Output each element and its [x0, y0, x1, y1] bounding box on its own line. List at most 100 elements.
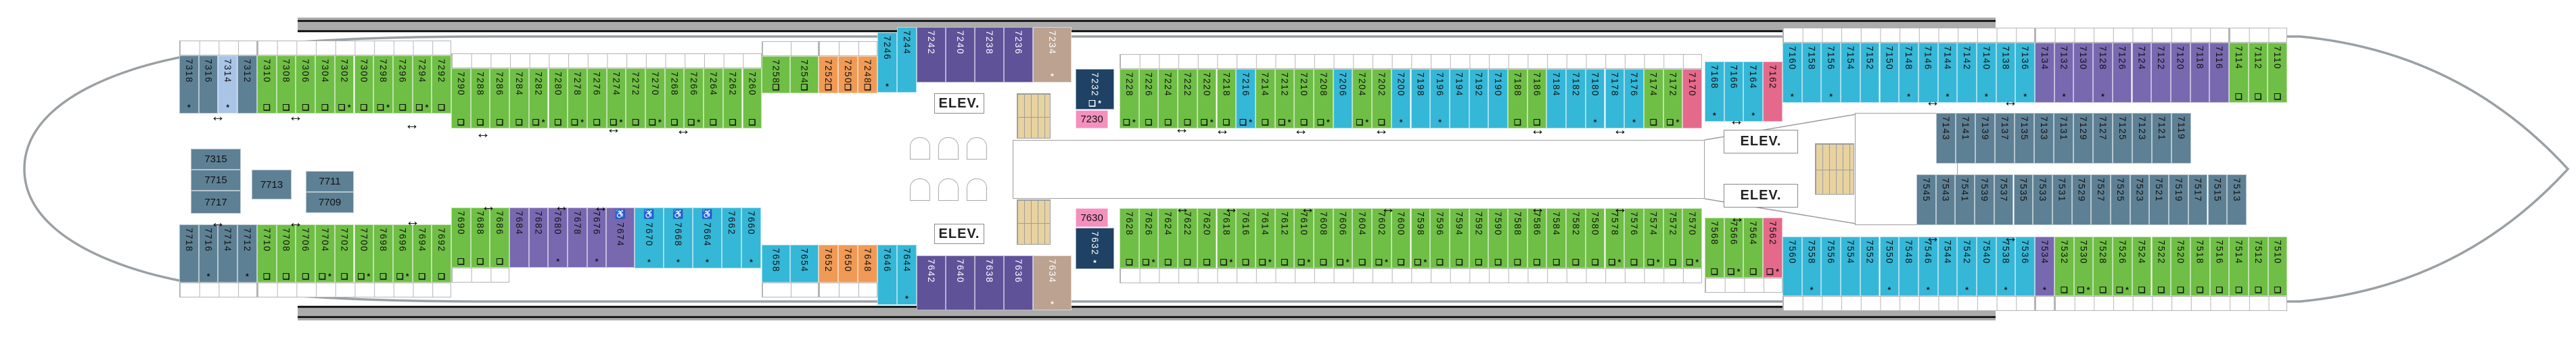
cabin-7698[interactable]: 7698❑ [373, 224, 393, 283]
cabin-7174[interactable]: 7174❑ [1643, 69, 1663, 128]
cabin-7204[interactable]: 7204❑ * [1352, 69, 1373, 128]
cabin-7198[interactable]: 7198 [1410, 69, 1431, 128]
cabin-7608[interactable]: 7608❑ [1314, 208, 1333, 268]
cabin-7228[interactable]: 7228❑ * [1120, 69, 1139, 128]
cabin-7658[interactable]: 7658 [762, 245, 790, 283]
cabin-7268[interactable]: 7268❑ [664, 68, 685, 128]
cabin-7622[interactable]: 7622❑ [1178, 208, 1197, 268]
cabin-7548[interactable]: 7548 [1899, 237, 1918, 296]
cabin-7312[interactable]: 7312 [237, 55, 257, 114]
cabin-7254[interactable]: 7254❑ [790, 56, 819, 93]
cabin-7248[interactable]: 7248❑ [858, 56, 877, 93]
cabin-7642[interactable]: 7642 [917, 256, 946, 310]
cabin-7135[interactable]: 7135 [2015, 113, 2034, 164]
cabin-7310[interactable]: 7310❑ [257, 55, 277, 114]
cabin-7710[interactable]: 7710❑ [257, 224, 277, 283]
cabin-7176[interactable]: 7176* [1624, 69, 1644, 128]
cabin-7628[interactable]: 7628❑ [1120, 208, 1139, 268]
cabin-7234[interactable]: 7234* [1033, 27, 1072, 82]
cabin-7214[interactable]: 7214❑ [1255, 69, 1275, 128]
cabin-7516[interactable]: 7516❑ [2209, 237, 2230, 296]
cabin-7554[interactable]: 7554 [1841, 237, 1860, 296]
cabin-7716[interactable]: 7716* [198, 224, 218, 283]
cabin-7220[interactable]: 7220❑ * [1197, 69, 1217, 128]
cabin-7194[interactable]: 7194 [1449, 69, 1469, 128]
cabin-7141[interactable]: 7141 [1956, 113, 1975, 164]
cabin-7519[interactable]: 7519 [2169, 174, 2188, 225]
cabin-7570[interactable]: 7570❑ * [1682, 208, 1702, 268]
cabin-7598[interactable]: 7598❑ * [1410, 208, 1431, 268]
cabin-7302[interactable]: 7302❑ * [334, 55, 354, 114]
cabin-7272[interactable]: 7272❑ [626, 68, 645, 128]
cabin-7576[interactable]: 7576❑ [1624, 208, 1644, 268]
cabin-7140[interactable]: 7140* [1977, 43, 1996, 103]
cabin-7638[interactable]: 7638 [975, 256, 1004, 310]
cabin-7648[interactable]: 7648 [858, 245, 877, 283]
cabin-7119[interactable]: 7119 [2171, 113, 2191, 164]
cabin-7537[interactable]: 7537 [1994, 174, 2014, 225]
cabin-7600[interactable]: 7600❑ [1391, 208, 1411, 268]
cabin-7543[interactable]: 7543 [1935, 174, 1956, 225]
cabin-7713[interactable]: 7713 [252, 170, 292, 199]
cabin-7620[interactable]: 7620❑ [1197, 208, 1217, 268]
cabin-7534[interactable]: 7534* [2035, 237, 2054, 296]
cabin-7262[interactable]: 7262❑ [722, 68, 743, 128]
cabin-7556[interactable]: 7556 [1821, 237, 1841, 296]
cabin-7521[interactable]: 7521 [2149, 174, 2169, 225]
cabin-7588[interactable]: 7588❑ [1508, 208, 1527, 268]
cabin-7270[interactable]: 7270❑ * [645, 68, 665, 128]
cabin-7662[interactable]: 7662 [722, 208, 741, 268]
cabin-7184[interactable]: 7184 [1546, 69, 1567, 128]
cabin-7574[interactable]: 7574❑ * [1643, 208, 1663, 268]
cabin-7711[interactable]: 7711 [306, 171, 354, 192]
cabin-7512[interactable]: 7512❑ [2249, 237, 2268, 296]
cabin-7131[interactable]: 7131 [2054, 113, 2073, 164]
cabin-7564[interactable]: 7564❑ [1743, 218, 1764, 278]
cabin-7246[interactable]: 7246* [877, 32, 897, 93]
cabin-7116[interactable]: 7116 [2209, 43, 2229, 103]
cabin-7276[interactable]: 7276❑ [586, 68, 607, 128]
cabin-7130[interactable]: 7130 [2073, 43, 2094, 103]
cabin-7682[interactable]: 7682 [528, 208, 549, 268]
cabin-7134[interactable]: 7134 [2035, 43, 2054, 103]
cabin-7121[interactable]: 7121 [2152, 113, 2171, 164]
cabin-7200[interactable]: 7200* [1391, 69, 1411, 128]
cabin-7610[interactable]: 7610❑ * [1294, 208, 1314, 268]
cabin-7142[interactable]: 7142 [1957, 43, 1977, 103]
cabin-7525[interactable]: 7525 [2111, 174, 2130, 225]
cabin-7316[interactable]: 7316 [198, 55, 218, 114]
cabin-7164[interactable]: 7164* [1743, 62, 1764, 122]
cabin-7132[interactable]: 7132* [2054, 43, 2074, 103]
cabin-7288[interactable]: 7288❑ [470, 68, 490, 128]
cabin-7236[interactable]: 7236 [1004, 27, 1033, 82]
cabin-7125[interactable]: 7125 [2113, 113, 2132, 164]
cabin-7250[interactable]: 7250❑ [838, 56, 858, 93]
cabin-7282[interactable]: 7282❑ * [528, 68, 549, 128]
cabin-7582[interactable]: 7582❑ [1566, 208, 1586, 268]
cabin-7138[interactable]: 7138 [1996, 43, 2016, 103]
cabin-7612[interactable]: 7612❑ [1274, 208, 1295, 268]
cabin-7515[interactable]: 7515 [2207, 174, 2228, 225]
cabin-7264[interactable]: 7264❑ [704, 68, 723, 128]
cabin-7150[interactable]: 7150 [1879, 43, 1900, 103]
cabin-7240[interactable]: 7240 [946, 27, 975, 82]
cabin-7678[interactable]: 7678 [568, 208, 587, 268]
cabin-7696[interactable]: 7696❑ * [392, 224, 413, 283]
cabin-7124[interactable]: 7124 [2132, 43, 2152, 103]
cabin-7129[interactable]: 7129 [2073, 113, 2093, 164]
cabin-7278[interactable]: 7278❑ * [568, 68, 587, 128]
cabin-7527[interactable]: 7527 [2091, 174, 2111, 225]
cabin-7624[interactable]: 7624❑ [1158, 208, 1178, 268]
cabin-7558[interactable]: 7558* [1801, 237, 1822, 296]
cabin-7128[interactable]: 7128* [2093, 43, 2113, 103]
cabin-7566[interactable]: 7566❑ * [1724, 218, 1744, 278]
cabin-7626[interactable]: 7626❑ * [1138, 208, 1159, 268]
cabin-7545[interactable]: 7545 [1916, 174, 1936, 225]
cabin-7218[interactable]: 7218❑ [1216, 69, 1237, 128]
cabin-7242[interactable]: 7242 [917, 27, 946, 82]
cabin-7517[interactable]: 7517 [2188, 174, 2208, 225]
cabin-7196[interactable]: 7196* [1430, 69, 1450, 128]
cabin-7224[interactable]: 7224❑ [1158, 69, 1178, 128]
cabin-7531[interactable]: 7531 [2052, 174, 2072, 225]
cabin-7284[interactable]: 7284❑ [509, 68, 529, 128]
